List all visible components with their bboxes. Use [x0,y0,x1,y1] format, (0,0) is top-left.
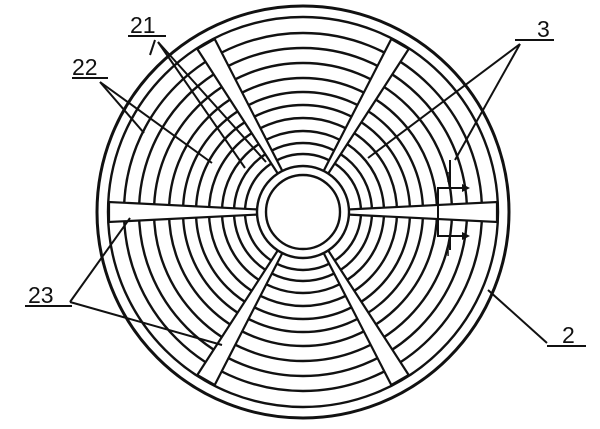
hub-inner [264,173,342,251]
section-arrowhead-top [462,184,470,192]
section-arrowhead-bottom [462,232,470,240]
leader-21-a [149,39,156,56]
label-2: 2 [562,322,575,348]
section-marker [437,160,451,250]
leader-21-b [157,41,267,163]
outer-rim [95,4,511,420]
label-3: 3 [537,16,550,42]
leader-lines [69,39,548,346]
leader-22-b [99,81,213,164]
section-label-top: I [446,169,450,186]
leader-22-a [99,81,145,134]
leader-2 [487,289,548,344]
leader-23-b [69,301,223,346]
rib-1 [345,200,499,224]
label-23: 23 [28,282,54,308]
label-22: 22 [72,54,98,80]
leader-21-c [157,41,246,169]
section-label-bottom: I [446,243,450,260]
leader-3-b [454,43,521,161]
radial-ribs [107,37,499,387]
label-21: 21 [130,12,156,38]
leader-3-a [367,43,521,159]
rib-4 [107,200,261,224]
leader-23-a [69,217,131,303]
